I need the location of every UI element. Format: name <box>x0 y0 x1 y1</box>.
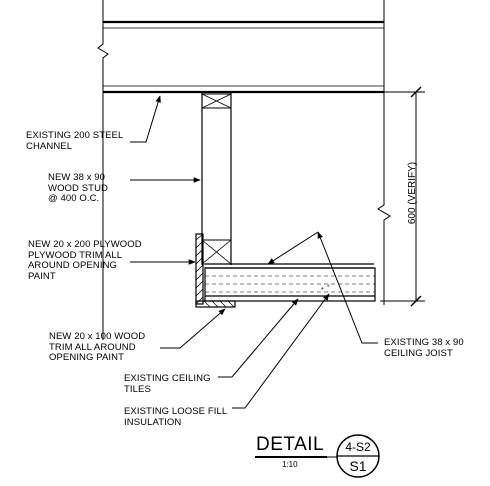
detail-scale: 1:10 <box>282 460 298 469</box>
detail-ref: 4-S2 <box>345 440 371 454</box>
detail-bubble <box>336 434 380 478</box>
steel-channel <box>97 0 391 340</box>
plywood-trim <box>195 233 204 305</box>
label-ceiling-joist: EXISTING 38 x 90 CEILING JOIST <box>384 337 464 359</box>
ceiling-assembly: * * <box>204 267 376 302</box>
label-plywood-trim: NEW 20 x 200 PLYWOOD PLYWOOD TRIM ALL AR… <box>28 239 142 282</box>
label-wood-trim: NEW 20 x 100 WOOD TRIM ALL AROUND OPENIN… <box>49 331 146 363</box>
leader-lines <box>130 95 378 409</box>
svg-text:*: * <box>327 285 330 291</box>
ceiling-joist <box>205 263 374 269</box>
label-loose-fill: EXISTING LOOSE FILL INSULATION <box>124 406 228 428</box>
detail-title: DETAIL <box>256 434 325 455</box>
sheet-ref: S1 <box>349 458 367 474</box>
wood-trim <box>195 300 236 308</box>
label-wood-stud: NEW 38 x 90 WOOD STUD @ 400 O.C. <box>48 172 109 204</box>
wood-stud <box>201 92 232 265</box>
label-steel-channel: EXISTING 200 STEEL CHANNEL <box>26 130 124 152</box>
svg-text:*: * <box>321 287 324 294</box>
dimension-text: 600 (VERIFY) <box>407 161 418 225</box>
dimension-line <box>380 86 425 307</box>
label-ceiling-tiles: EXISTING CEILING TILES <box>124 373 211 395</box>
